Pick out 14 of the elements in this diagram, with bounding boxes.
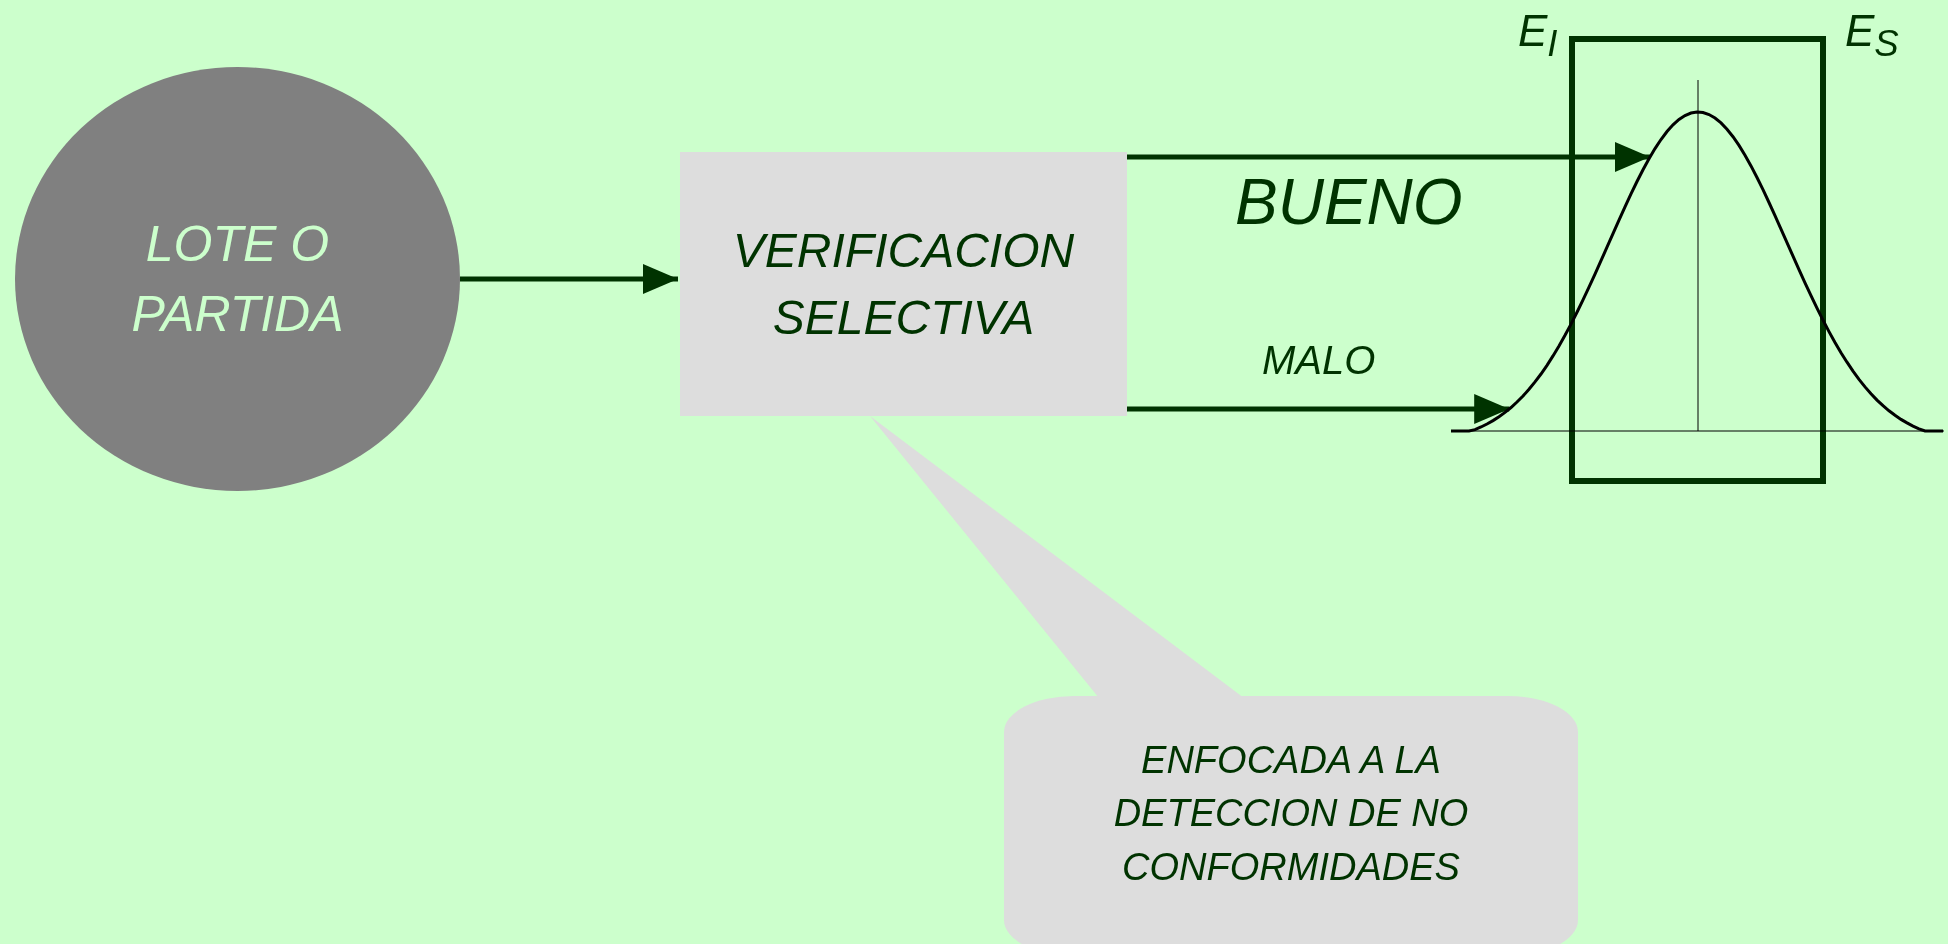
node-text: VERIFICACION SELECTIVA [731, 222, 1076, 346]
node-text: ENFOCADA A LA DETECCION DE NO CONFORMIDADES [1112, 738, 1470, 890]
lot-ellipse [15, 67, 460, 491]
limit-label: E$_{S}$ [1845, 6, 1899, 65]
edge-label: BUENO [1235, 165, 1463, 239]
process-box [680, 152, 1127, 416]
arrow [1127, 394, 1510, 424]
callout-pointer [870, 416, 1244, 698]
arrow [1127, 142, 1650, 172]
node-text: LOTE O PARTIDA [130, 215, 345, 344]
edge-label: MALO [1262, 338, 1376, 383]
limit-label: E$_{I}$ [1518, 6, 1558, 65]
callout-balloon [1004, 696, 1578, 944]
arrow [460, 264, 678, 294]
